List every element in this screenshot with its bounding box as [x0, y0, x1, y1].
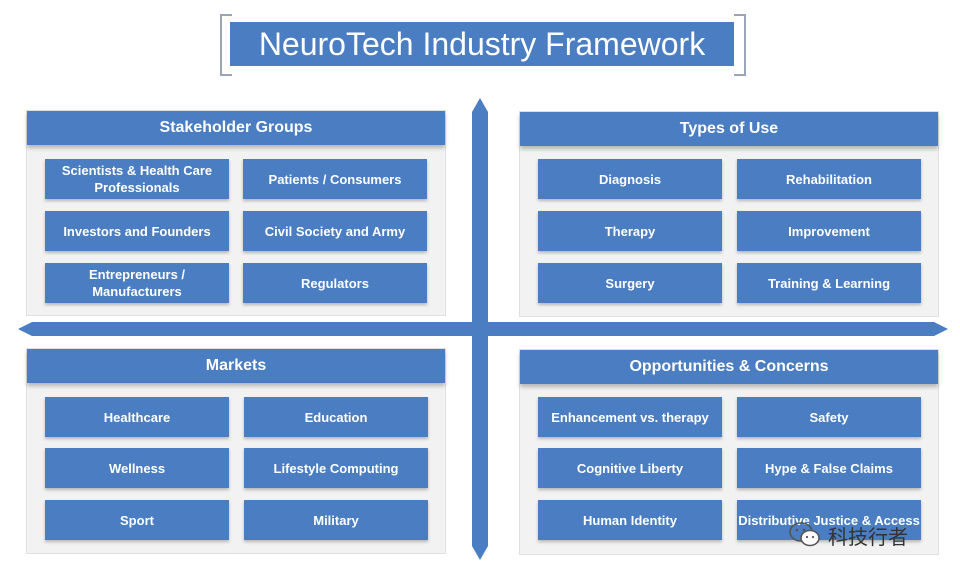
item-box: Lifestyle Computing	[244, 448, 428, 488]
item-box: Healthcare	[45, 397, 229, 437]
watermark: 科技行者	[788, 520, 908, 550]
item-box: Therapy	[538, 211, 722, 251]
item-box: Investors and Founders	[45, 211, 229, 251]
item-box: Enhancement vs. therapy	[538, 397, 722, 437]
item-box: Regulators	[243, 263, 427, 303]
item-box: Human Identity	[538, 500, 722, 540]
item-box: Hype & False Claims	[737, 448, 921, 488]
quadrant-stakeholder-groups: Stakeholder Groups Scientists & Health C…	[26, 110, 446, 316]
quadrant-heading: Stakeholder Groups	[27, 111, 445, 145]
page-title: NeuroTech Industry Framework	[230, 22, 734, 66]
quadrant-markets: Markets Healthcare Education Wellness Li…	[26, 348, 446, 554]
item-box: Military	[244, 500, 428, 540]
item-box: Patients / Consumers	[243, 159, 427, 199]
item-box: Surgery	[538, 263, 722, 303]
item-box: Scientists & Health Care Professionals	[45, 159, 229, 199]
quadrant-heading: Types of Use	[520, 112, 938, 146]
item-box: Training & Learning	[737, 263, 921, 303]
quadrant-opportunities-concerns: Opportunities & Concerns Enhancement vs.…	[519, 349, 939, 555]
quadrant-heading: Markets	[27, 349, 445, 383]
item-box: Rehabilitation	[737, 159, 921, 199]
item-box: Sport	[45, 500, 229, 540]
title-bracket-left	[220, 14, 232, 76]
item-box: Wellness	[45, 448, 229, 488]
title-bracket-right	[734, 14, 746, 76]
item-box: Improvement	[737, 211, 921, 251]
title-frame: NeuroTech Industry Framework	[220, 14, 746, 76]
item-box: Civil Society and Army	[243, 211, 427, 251]
watermark-text: 科技行者	[828, 526, 908, 549]
item-box: Entrepreneurs / Manufacturers	[45, 263, 229, 303]
item-box: Cognitive Liberty	[538, 448, 722, 488]
item-box: Diagnosis	[538, 159, 722, 199]
item-box: Safety	[737, 397, 921, 437]
vertical-axis-arrow	[472, 98, 488, 560]
quadrant-types-of-use: Types of Use Diagnosis Rehabilitation Th…	[519, 111, 939, 317]
wechat-logo-icon	[789, 522, 820, 547]
quadrant-heading: Opportunities & Concerns	[520, 350, 938, 384]
item-box: Education	[244, 397, 428, 437]
item-box: Distributive Justice & Access	[737, 500, 921, 540]
